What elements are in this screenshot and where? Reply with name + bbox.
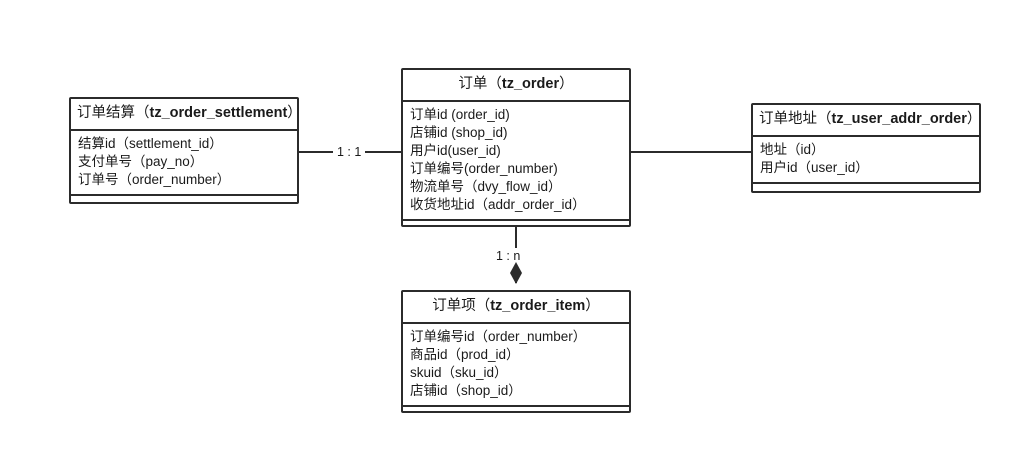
entity-order-item-paren-close: ）	[585, 298, 600, 314]
relation-label-order-orderitem: 1 : n	[492, 248, 525, 264]
diamond-marker-lower-icon	[510, 273, 522, 284]
entity-order-item-paren-open: （	[475, 298, 491, 314]
entity-order-paren-close: ）	[559, 76, 574, 92]
attribute-row: 订单id (order_id)	[410, 106, 510, 122]
relation-label-settlement-order: 1 : 1	[333, 144, 366, 160]
attribute-row: 店铺id (shop_id)	[410, 124, 508, 140]
entity-order-footer	[403, 221, 629, 244]
entity-order-header: 订单（tz_order）	[403, 70, 629, 102]
entity-order-settlement-cn-name: 订单结算	[77, 105, 135, 121]
attribute-row: 订单编号id（order_number）	[410, 328, 587, 344]
entity-order-item-header: 订单项（tz_order_item）	[403, 292, 629, 324]
attribute-row: 订单编号(order_number)	[410, 160, 558, 176]
attribute-row: 地址（id）	[760, 141, 825, 157]
entity-order-settlement-header: 订单结算（tz_order_settlement）	[71, 99, 302, 131]
entity-user-addr-order[interactable]: 订单地址（tz_user_addr_order） 地址（id） 用户id（use…	[751, 103, 981, 193]
connector-order-address	[630, 151, 751, 153]
attribute-row: 订单号（order_number）	[78, 171, 231, 187]
entity-order-settlement-table-name: tz_order_settlement	[149, 105, 288, 121]
attribute-row: 用户id（user_id）	[760, 159, 869, 175]
entity-order-item-cn-name: 订单项	[432, 298, 476, 314]
attribute-row: 用户id(user_id)	[410, 142, 501, 158]
attribute-row: 支付单号（pay_no）	[78, 153, 204, 169]
entity-order-item-attributes: 订单编号id（order_number） 商品id（prod_id） skuid…	[403, 324, 629, 407]
entity-order-settlement-paren-open: （	[135, 105, 150, 121]
entity-order-settlement-paren-close: ）	[287, 105, 302, 121]
entity-order[interactable]: 订单（tz_order） 订单id (order_id) 店铺id (shop_…	[401, 68, 631, 227]
entity-user-addr-order-table-name: tz_user_addr_order	[831, 111, 967, 127]
attribute-row: 收货地址id（addr_order_id）	[410, 196, 586, 212]
attribute-row: 物流单号（dvy_flow_id）	[410, 178, 562, 194]
entity-user-addr-order-footer	[753, 184, 979, 207]
entity-order-item-footer	[403, 407, 629, 430]
diamond-marker-upper-icon	[510, 262, 522, 273]
attribute-row: 店铺id（shop_id）	[410, 382, 522, 398]
entity-user-addr-order-paren-open: （	[817, 111, 832, 127]
entity-order-table-name: tz_order	[501, 76, 560, 92]
entity-order-settlement[interactable]: 订单结算（tz_order_settlement） 结算id（settlemen…	[69, 97, 302, 204]
entity-order-settlement-footer	[71, 196, 297, 219]
entity-order-item-table-name: tz_order_item	[490, 298, 586, 314]
entity-order-settlement-attributes: 结算id（settlement_id） 支付单号（pay_no） 订单号（ord…	[71, 131, 297, 196]
entity-order-paren-open: （	[487, 76, 502, 92]
entity-user-addr-order-cn-name: 订单地址	[759, 111, 817, 127]
entity-order-item[interactable]: 订单项（tz_order_item） 订单编号id（order_number） …	[401, 290, 631, 413]
entity-order-attributes: 订单id (order_id) 店铺id (shop_id) 用户id(user…	[403, 102, 629, 221]
attribute-row: 结算id（settlement_id）	[78, 135, 223, 151]
attribute-row: 商品id（prod_id）	[410, 346, 520, 362]
attribute-row: skuid（sku_id）	[410, 364, 508, 380]
entity-user-addr-order-attributes: 地址（id） 用户id（user_id）	[753, 137, 979, 184]
entity-user-addr-order-header: 订单地址（tz_user_addr_order）	[753, 105, 982, 137]
entity-order-cn-name: 订单	[458, 76, 488, 92]
entity-user-addr-order-paren-close: ）	[966, 111, 982, 127]
